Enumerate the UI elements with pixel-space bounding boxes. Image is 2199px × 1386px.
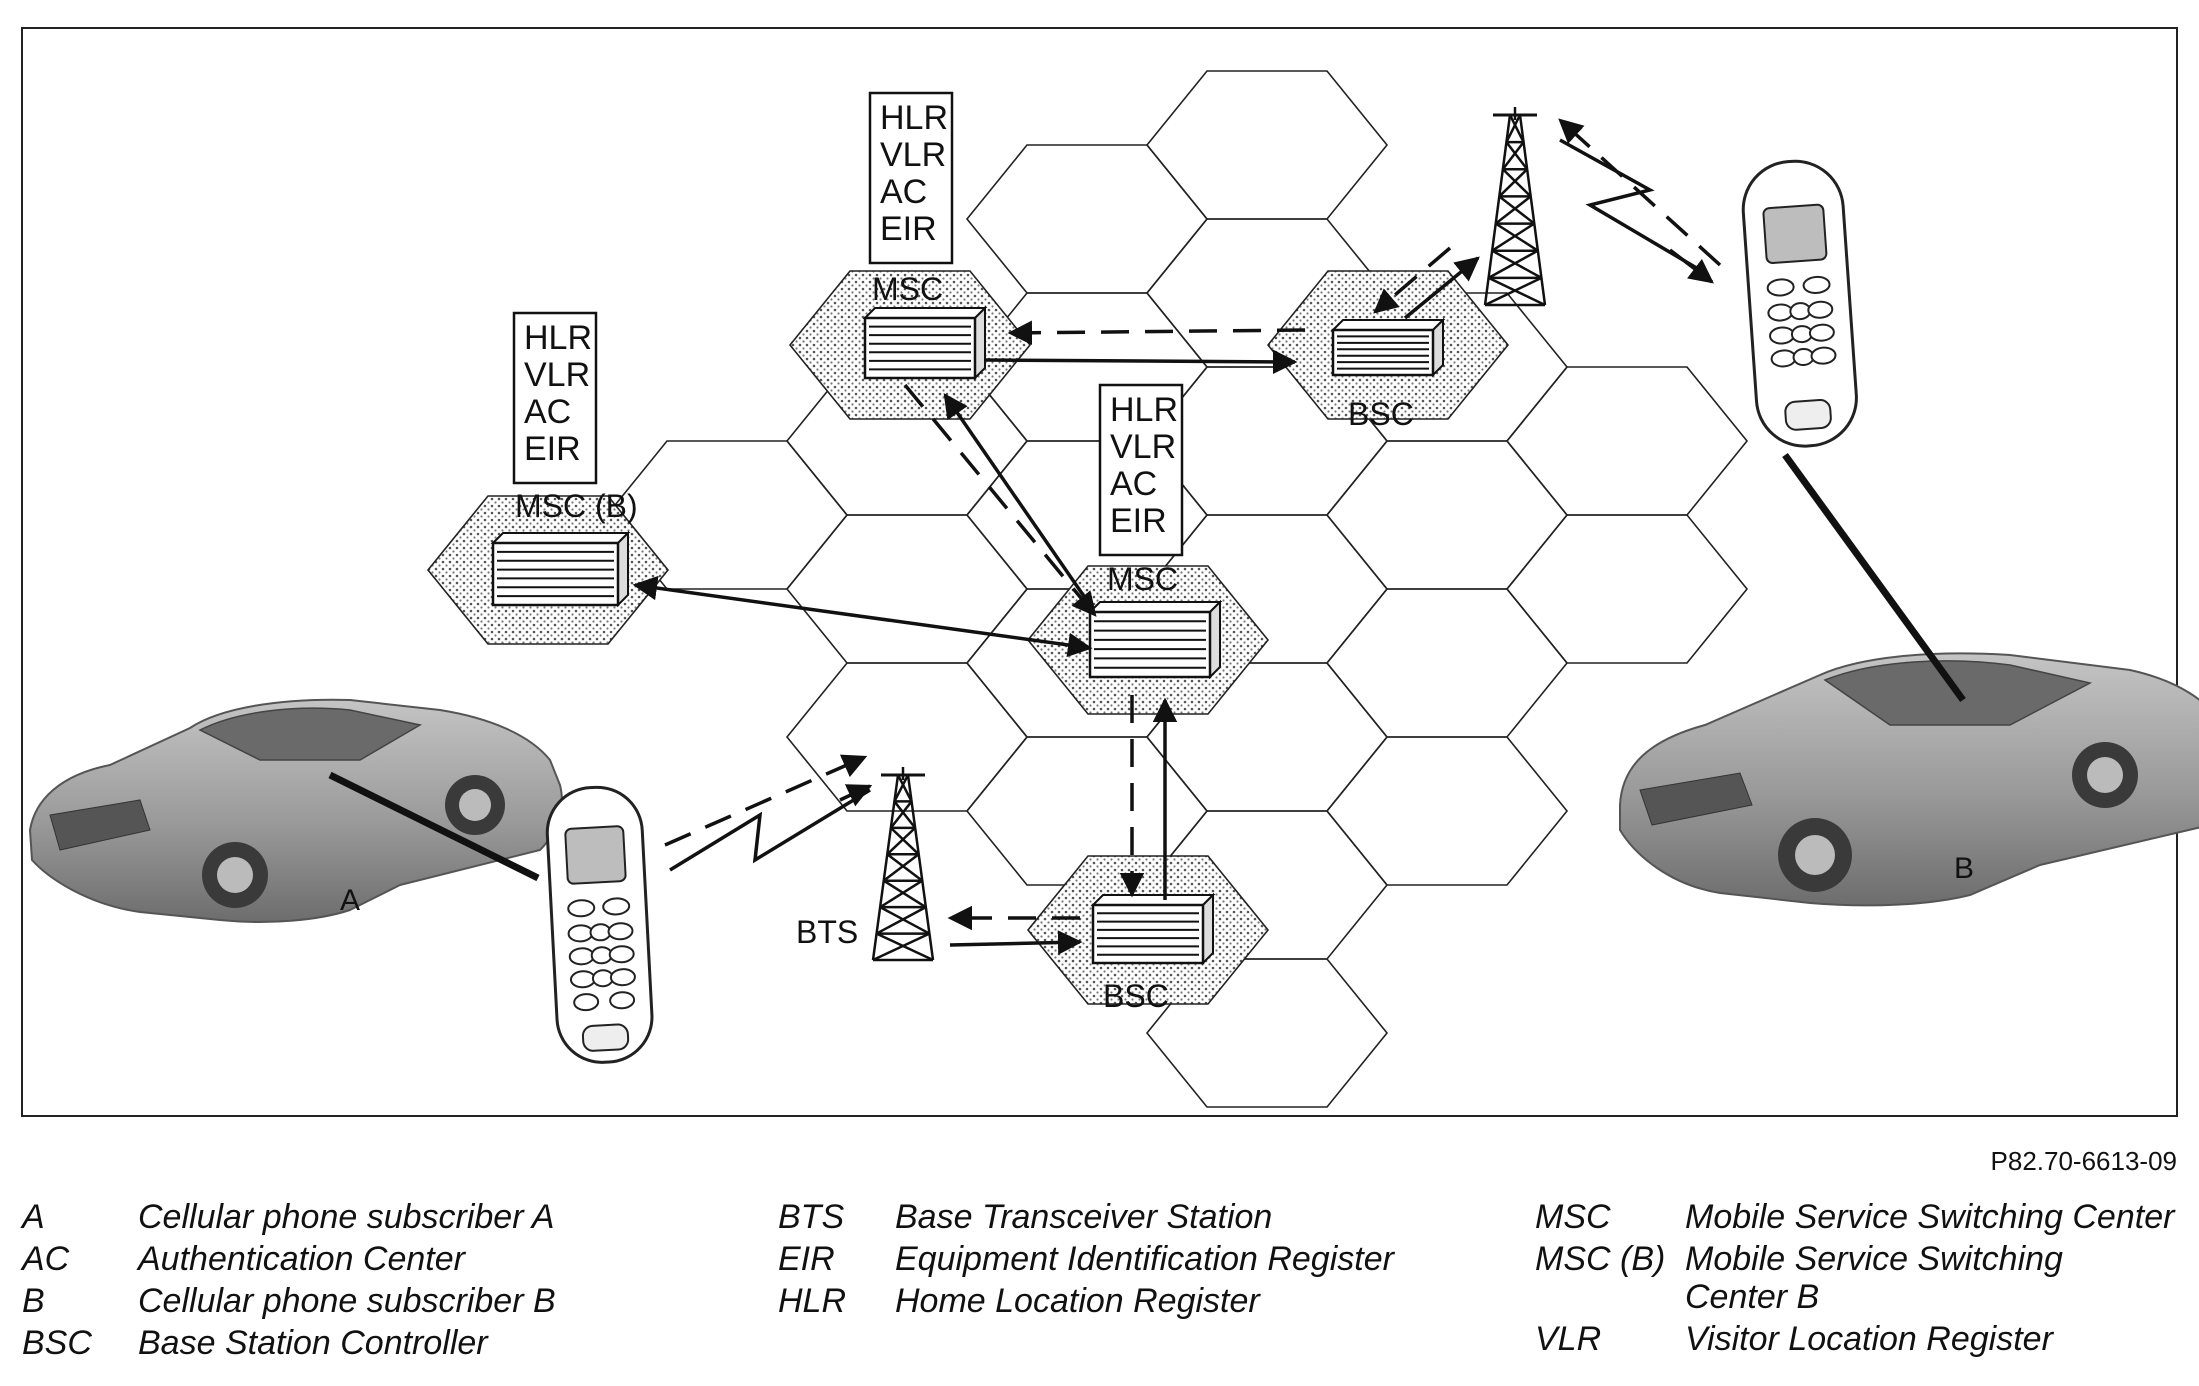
- legend-abbr: AC: [20, 1240, 70, 1278]
- bsc-top-label: BSC: [1348, 396, 1414, 432]
- legend-description: Mobile Service Switching Center: [1685, 1198, 2176, 1236]
- msc-top-label: MSC: [872, 271, 943, 307]
- register-label: HLR: [1110, 391, 1178, 429]
- hex-cell: [1505, 514, 1749, 664]
- legend-abbr: MSC (B): [1535, 1240, 1665, 1278]
- link-msc-top-to-center: [903, 383, 1097, 617]
- legend-description: Visitor Location Register: [1685, 1320, 2055, 1358]
- link-tower-to-bsc-bottom: [949, 930, 1083, 955]
- handset-cable-a: [328, 771, 540, 882]
- bts-label: BTS: [796, 914, 858, 950]
- msc-b-rack: [490, 530, 631, 608]
- legend-abbr: B: [22, 1282, 45, 1320]
- legend-abbr: EIR: [778, 1240, 835, 1278]
- legend-abbr: VLR: [1535, 1320, 1601, 1358]
- hex-cell: [1325, 588, 1569, 738]
- hex-cell: [1325, 440, 1569, 590]
- link-msc-b-to-center: [632, 575, 1093, 658]
- register-label: VLR: [1110, 428, 1176, 466]
- hex-cell: [1505, 366, 1749, 516]
- link-tower-to-phone-b: [1668, 248, 1714, 284]
- legend-abbr: BSC: [22, 1324, 92, 1362]
- legend-abbr: MSC: [1535, 1198, 1611, 1236]
- legend-abbr: A: [20, 1198, 45, 1236]
- hex-cell: [785, 514, 1029, 664]
- bsc-bottom-rack: [1090, 892, 1216, 966]
- msc-top-rack: [862, 305, 988, 381]
- link-tower-to-phone-a: [839, 784, 873, 807]
- register-label: HLR: [524, 319, 592, 357]
- register-label: EIR: [880, 210, 937, 248]
- register-label: EIR: [524, 430, 581, 468]
- subscriber-a-label: A: [340, 884, 360, 917]
- legend-description: Home Location Register: [895, 1282, 1261, 1320]
- bts-towers: [871, 107, 1547, 962]
- register-label: VLR: [880, 136, 946, 174]
- bsc-top-rack: [1330, 317, 1446, 378]
- mobile-phone-a: [545, 785, 654, 1064]
- legend-description: Base Transceiver Station: [895, 1198, 1272, 1236]
- legend: A Cellular phone subscriber A AC Authentica…: [20, 1198, 2176, 1362]
- tower-bottom: [871, 767, 935, 962]
- subscriber-b-label: B: [1954, 852, 1974, 885]
- register-label: HLR: [880, 99, 948, 137]
- link-bsc-top-to-tower: [1403, 256, 1480, 320]
- equipment-racks: [490, 305, 1446, 966]
- msc-b-label: MSC (B): [515, 488, 638, 524]
- link-bsc-to-msc-top: [1007, 320, 1306, 346]
- legend-description: Cellular phone subscriber A: [138, 1198, 554, 1236]
- register-label: AC: [1110, 465, 1157, 503]
- bsc-bottom-label: BSC: [1103, 978, 1169, 1014]
- legend-description: Mobile Service Switching: [1685, 1240, 2063, 1278]
- legend-abbr: HLR: [778, 1282, 846, 1320]
- legend-description: Cellular phone subscriber B: [138, 1282, 556, 1320]
- car-subscriber-a: [28, 698, 563, 923]
- hex-cell: [1145, 70, 1389, 220]
- figure-reference: P82.70-6613-09: [1991, 1146, 2177, 1176]
- register-label: EIR: [1110, 502, 1167, 540]
- link-tower-to-bsc-top: [1373, 246, 1452, 314]
- register-label: AC: [880, 173, 927, 211]
- mobile-phone-b: [1741, 159, 1858, 448]
- link-phone-a-to-tower: [664, 754, 868, 847]
- signal-links: [632, 118, 1722, 955]
- hex-cell: [965, 144, 1209, 294]
- msc-center-rack: [1087, 599, 1223, 680]
- radio-zigzag-a: [669, 788, 871, 872]
- legend-abbr: BTS: [778, 1198, 844, 1236]
- handset-cable-b: [1782, 452, 1966, 703]
- car-subscriber-b: [1619, 652, 2199, 907]
- hex-cell: [1325, 736, 1569, 886]
- diagram-frame: [21, 27, 2178, 1117]
- link-center-to-msc-top: [943, 392, 1092, 606]
- msc-center-label: MSC: [1107, 561, 1178, 597]
- link-msc-top-to-bsc: [984, 349, 1298, 375]
- legend-description: Authentication Center: [136, 1240, 467, 1278]
- register-label: VLR: [524, 356, 590, 394]
- register-label: AC: [524, 393, 571, 431]
- legend-description: Equipment Identification Register: [895, 1240, 1396, 1278]
- hex-cell: [785, 662, 1029, 812]
- tower-top-right: [1483, 107, 1547, 307]
- radio-zigzag-b: [1559, 138, 1701, 272]
- legend-description: Center B: [1685, 1278, 1819, 1316]
- legend-description: Base Station Controller: [138, 1324, 489, 1362]
